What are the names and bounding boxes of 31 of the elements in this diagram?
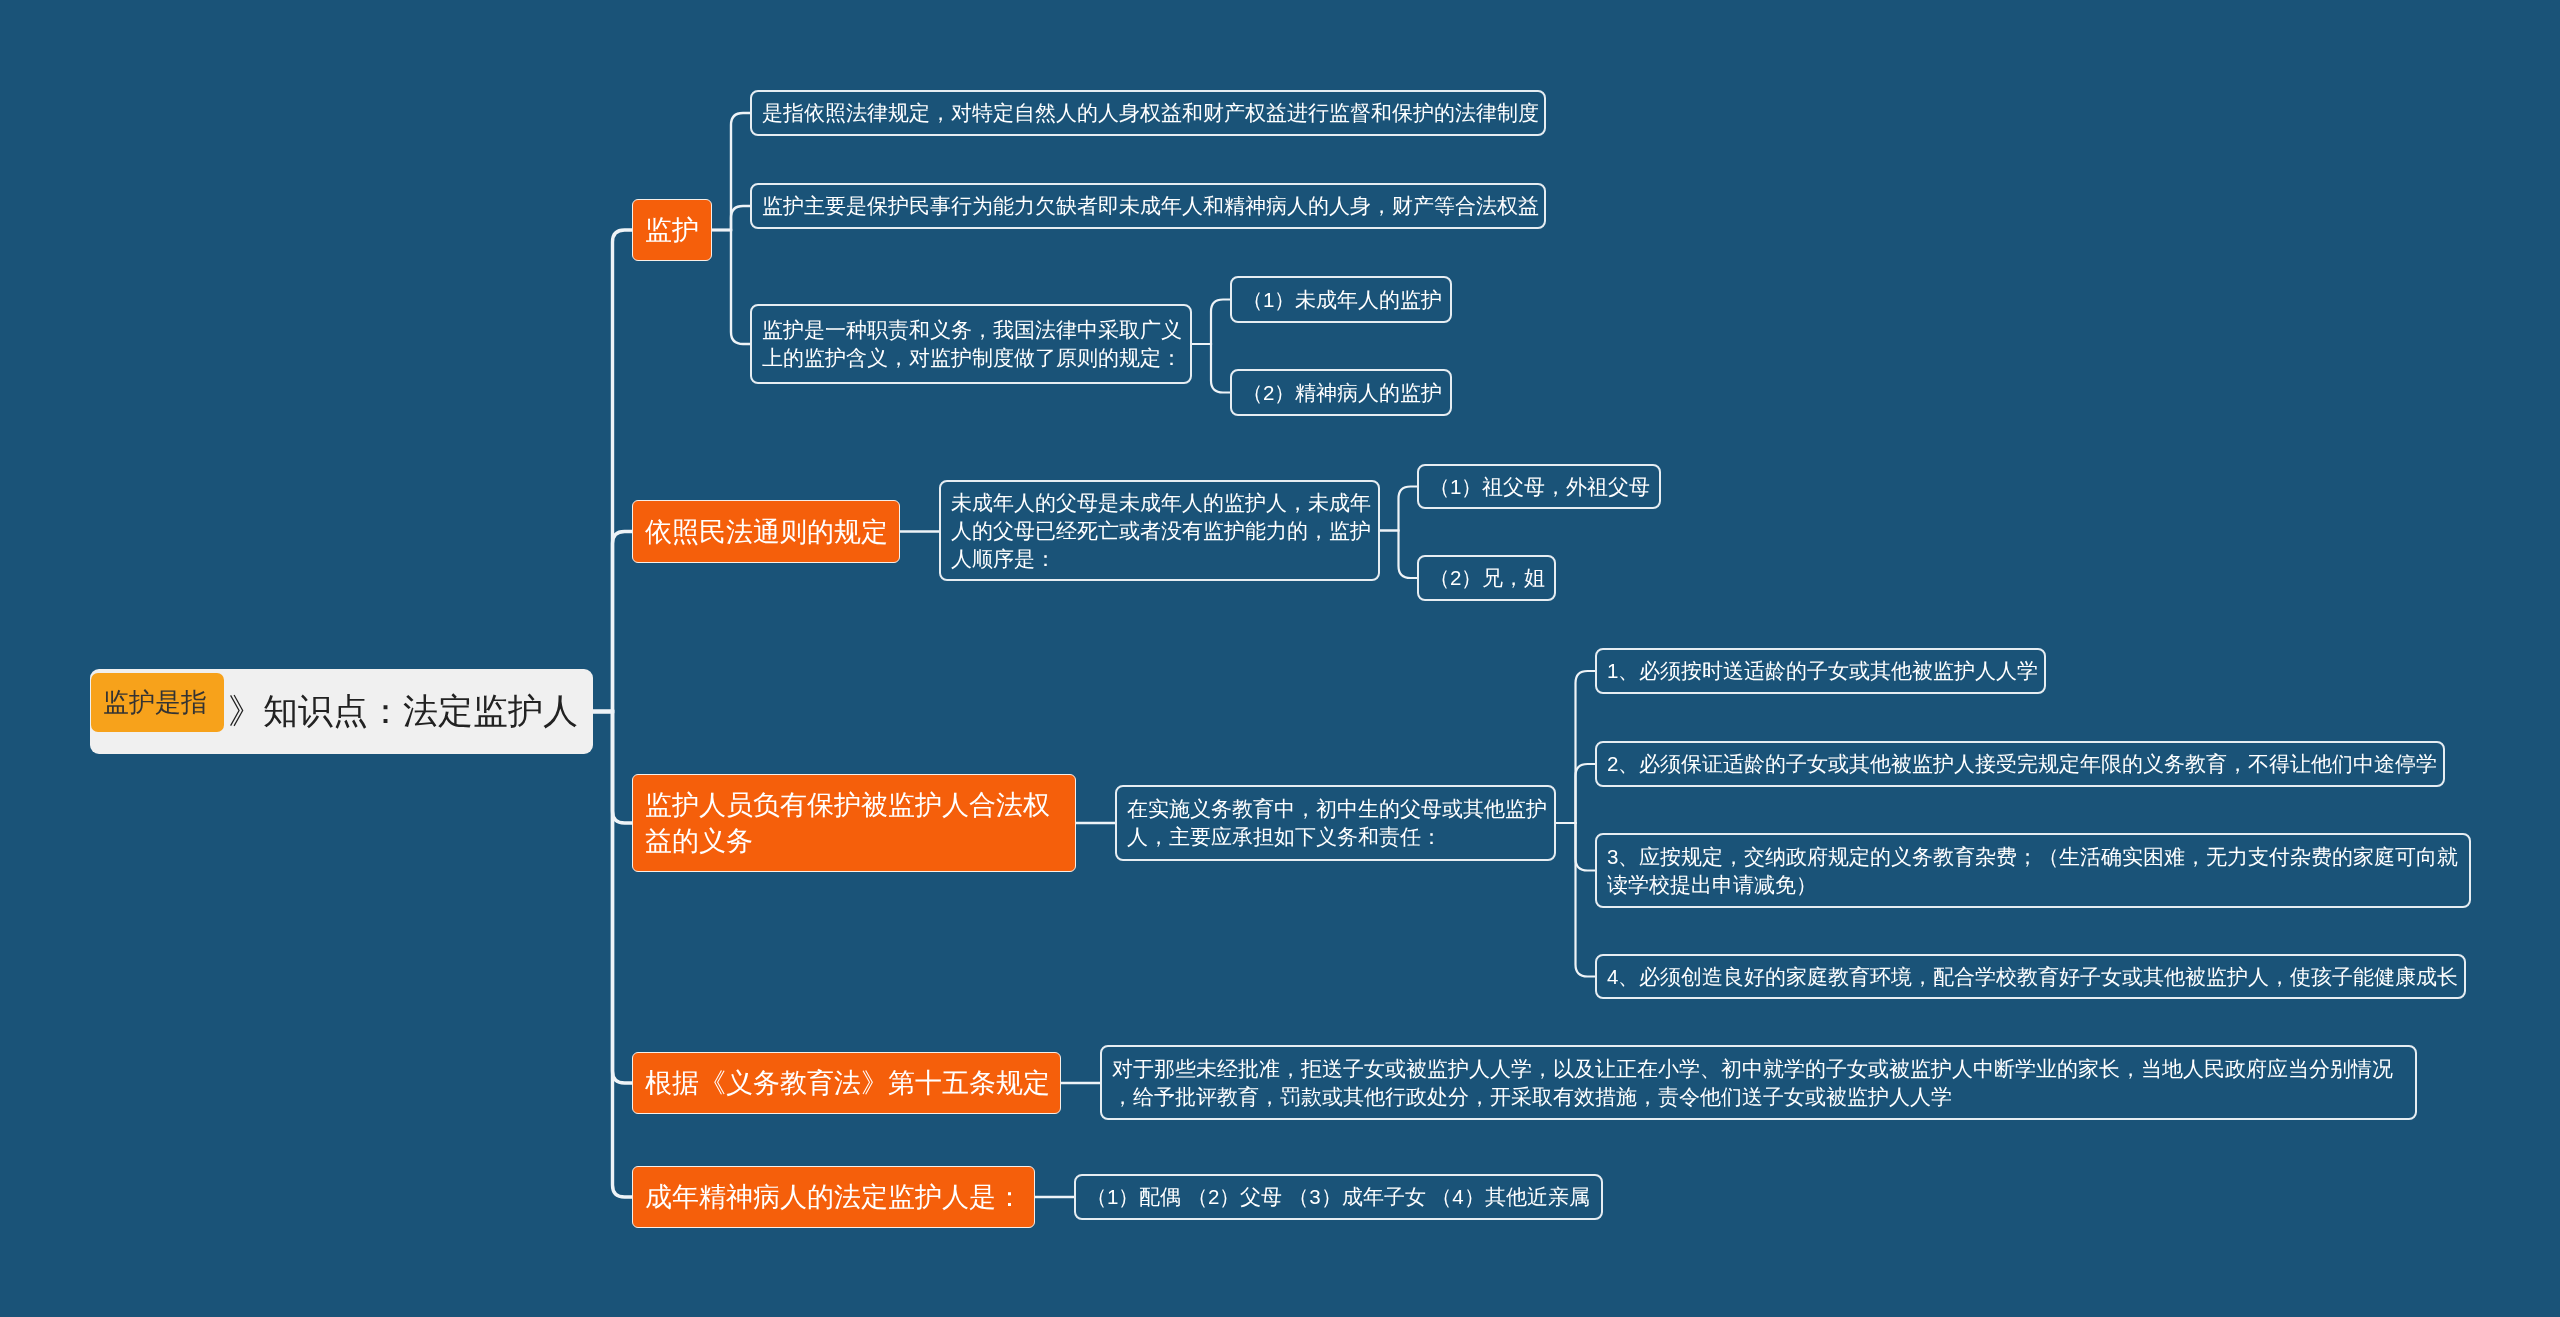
note-box: 4、必须创造良好的家庭教育环境，配合学校教育好子女或其他被监护人，使孩子能健康成长 — [1595, 954, 2466, 999]
connector-line — [898, 530, 941, 533]
note-box: 是指依照法律规定，对特定自然人的人身权益和财产权益进行监督和保护的法律制度 — [750, 90, 1546, 136]
note-box: 在实施义务教育中，初中生的父母或其他监护人，主要应承担如下义务和责任： — [1115, 785, 1556, 861]
central-topic-box — [90, 669, 593, 754]
connector-line — [1190, 342, 1232, 394]
note-box: （2）精神病人的监护 — [1230, 369, 1452, 416]
note-box: （1）配偶 （2）父母 （3）成年子女 （4）其他近亲属 — [1074, 1174, 1603, 1220]
topic-box: 依照民法通则的规定 — [632, 500, 900, 563]
note-box: 未成年人的父母是未成年人的监护人，未成年人的父母已经死亡或者没有监护能力的，监护人顺序是： — [939, 480, 1380, 581]
topic-box: 成年精神病人的法定监护人是： — [632, 1166, 1035, 1228]
topic-title: 》知识点：法定监护人 — [228, 690, 578, 732]
connector-line — [1378, 529, 1419, 580]
note-box: （1）祖父母，外祖父母 — [1417, 464, 1661, 509]
connector-line — [1074, 821, 1117, 825]
connector-line — [1033, 1195, 1076, 1199]
note-box: 2、必须保证适龄的子女或其他被监护人接受完规定年限的义务教育，不得让他们中途停学 — [1595, 741, 2445, 787]
connector-line — [591, 709, 634, 1199]
topic-box: 监护 — [632, 199, 712, 261]
note-box: 对于那些未经批准，拒送子女或被监护人人学，以及让正在小学、初中就学的子女或被监护人中断学业的家长，当地人民政府应当分别情况，给予批评教育，罚款或其他行政处分，开采取有效措施，责令他们送子女或被监护人人学 — [1100, 1045, 2417, 1120]
note-box: （1）未成年人的监护 — [1230, 276, 1452, 323]
connector-line — [1059, 1081, 1102, 1085]
note-box: （2）兄，姐 — [1417, 555, 1556, 601]
topic-box: 根据《义务教育法》第十五条规定 — [632, 1052, 1061, 1114]
connector-line — [710, 228, 752, 346]
note-box: 1、必须按时送适龄的子女或其他被监护人人学 — [1595, 648, 2046, 694]
note-box: 3、应按规定，交纳政府规定的义务教育杂费；（生活确实困难，无力支付杂费的家庭可向就读学校提出申请减免） — [1595, 833, 2471, 908]
topic-tag: 监护是指 — [91, 673, 224, 732]
note-box: 监护主要是保护民事行为能力欠缺者即未成年人和精神病人的人身，财产等合法权益 — [750, 183, 1546, 229]
topic-box: 监护人员负有保护被监护人合法权益的义务 — [632, 774, 1076, 872]
note-box: 监护是一种职责和义务，我国法律中采取广义上的监护含义，对监护制度做了原则的规定： — [750, 304, 1192, 384]
